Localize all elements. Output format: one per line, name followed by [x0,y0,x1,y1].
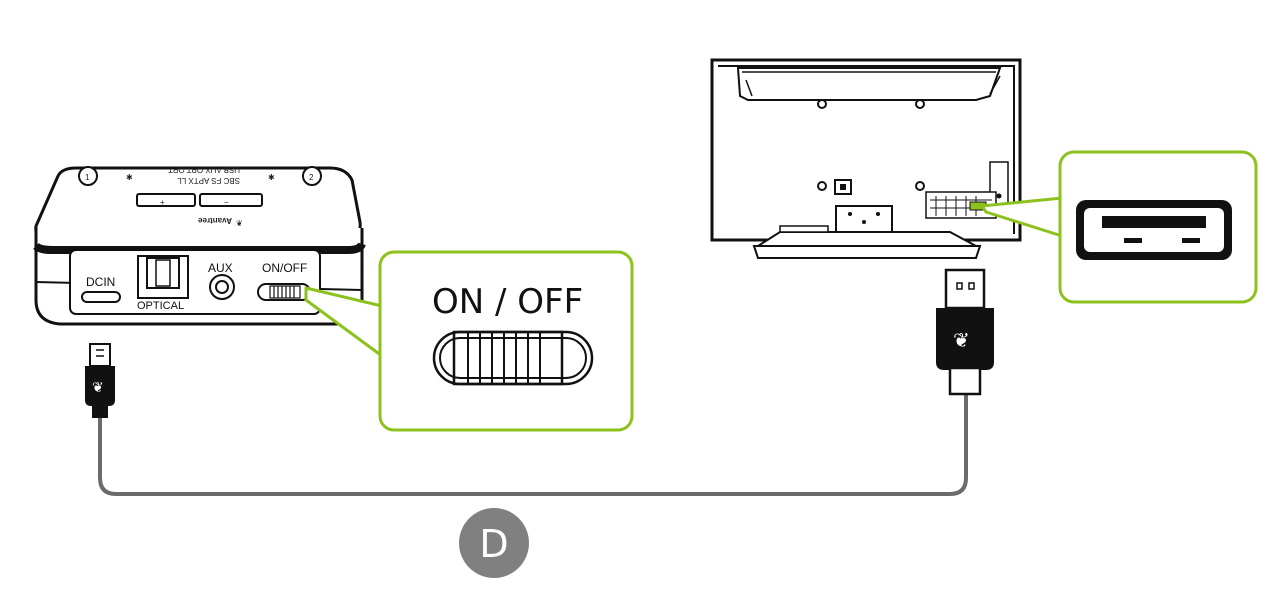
minus-label: − [224,198,229,207]
step-badge: D [459,508,529,578]
usb-a-plug-icon: ❦ [936,268,994,396]
onoff-callout: ON / OFF [304,250,634,432]
aux-label: AUX [208,261,233,275]
lotus-logo-icon: ❦ [92,379,104,395]
lotus-logo-icon: ❦ [953,330,970,352]
onoff-callout-title: ON / OFF [432,282,583,322]
usb-port-icon [1076,200,1232,260]
mode-row-bottom: USB AUX OPT OPT [168,165,240,174]
dcin-port [81,291,121,303]
tv-back [710,58,1022,259]
micro-usb-plug-icon: ❦ [85,343,115,418]
usb-port-callout [980,150,1258,304]
dcin-label: DCIN [86,275,115,289]
bluetooth-icon: ✱ [126,173,133,182]
optical-label: OPTICAL [137,300,184,312]
tx-1-label: 1 [85,173,90,182]
brand-lotus-icon: ❦ [236,219,243,228]
tx-button-2: 2 [302,166,322,186]
onoff-label: ON/OFF [262,261,307,275]
minus-key [199,193,263,207]
usb-cable: ❦ ❦ [85,268,994,496]
brand-text: Avantree [198,216,232,225]
bluetooth-icon: ✱ [268,173,275,182]
toggle-switch-icon [432,330,594,386]
step-label: D [479,522,508,566]
tx-button-1: 1 [78,166,98,186]
plus-key [136,193,196,207]
mode-row-top: SBC FS APTX LL [177,176,240,185]
plus-label: + [160,198,165,207]
tx-2-label: 2 [309,173,314,182]
port-panel [69,249,321,315]
